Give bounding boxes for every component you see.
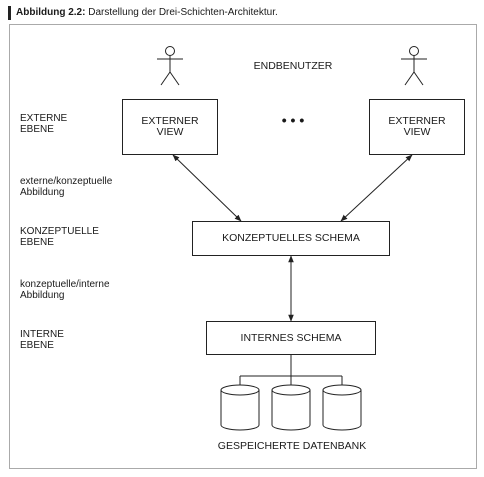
end-users-label: ENDBENUTZER <box>253 60 333 72</box>
conceptual-level-label: KONZEPTUELLE EBENE <box>20 226 99 248</box>
storage-connectors <box>239 355 343 386</box>
conceptual-internal-mapping-label: konzeptuelle/interne Abbildung <box>20 279 110 301</box>
database-cylinder-left-icon <box>220 384 260 431</box>
database-cylinder-center-icon <box>271 384 311 431</box>
stored-database-label: GESPEICHERTE DATENBANK <box>217 440 367 452</box>
external-view-left-box: EXTERNER VIEW <box>122 99 218 155</box>
arrow-view-left-to-conceptual <box>172 154 242 222</box>
external-view-right-box: EXTERNER VIEW <box>369 99 465 155</box>
database-cylinder-right-icon <box>322 384 362 431</box>
figure-caption: Abbildung 2.2: Darstellung der Drei-Schi… <box>8 6 278 20</box>
user-figure-left-icon <box>157 46 183 86</box>
caption-text: Darstellung der Drei-Schichten-Architekt… <box>85 7 278 18</box>
ellipsis-dots: • • • <box>281 112 305 128</box>
caption-label: Abbildung 2.2: <box>16 7 86 18</box>
external-conceptual-mapping-label: externe/konzeptuelle Abbildung <box>20 176 113 198</box>
arrow-view-right-to-conceptual <box>340 154 413 222</box>
internal-schema-box: INTERNES SCHEMA <box>206 321 376 355</box>
external-level-label: EXTERNE EBENE <box>20 113 68 135</box>
internal-level-label: INTERNE EBENE <box>20 329 64 351</box>
figure-frame <box>9 24 477 469</box>
conceptual-schema-box: KONZEPTUELLES SCHEMA <box>192 221 390 256</box>
user-figure-right-icon <box>401 46 427 86</box>
